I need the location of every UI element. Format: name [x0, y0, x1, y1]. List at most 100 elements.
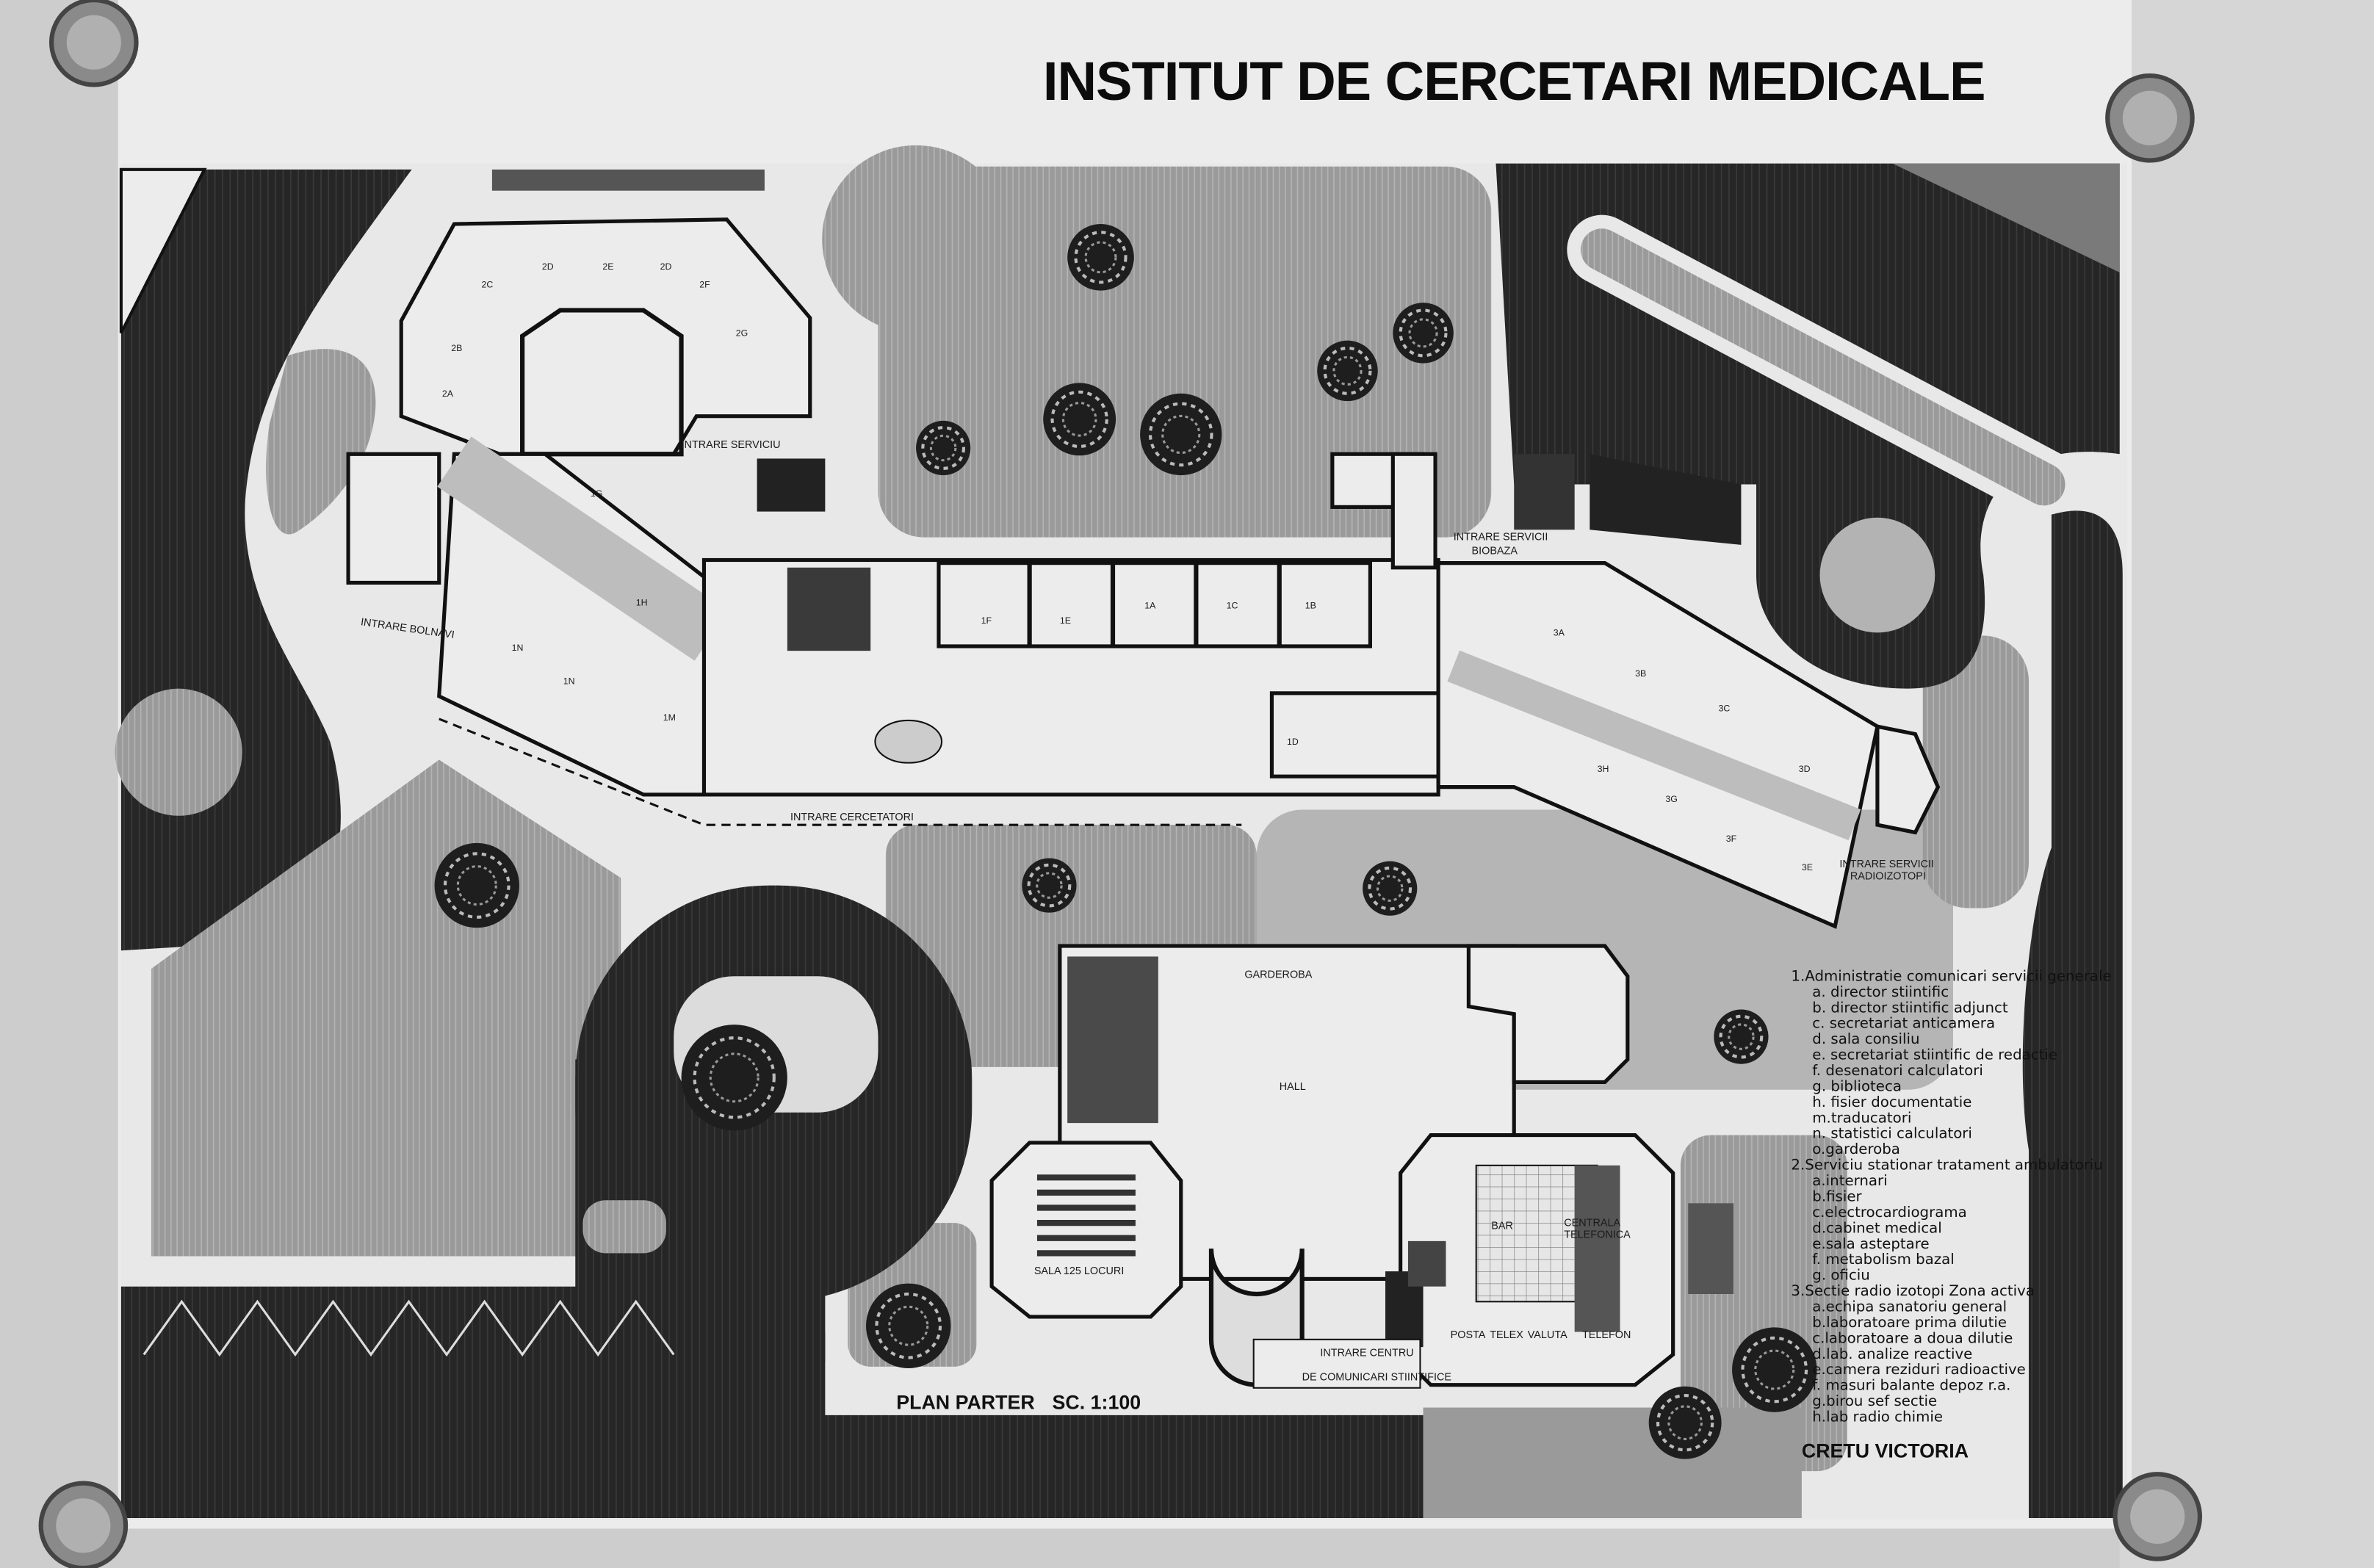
label-intrare-cercetatori: INTRARE CERCETATORI: [790, 812, 914, 823]
label-bar: BAR: [1491, 1220, 1513, 1232]
room-code: 3H: [1598, 764, 1609, 774]
room-code: 3A: [1554, 628, 1565, 638]
tree-icon: [1732, 1327, 1817, 1412]
label-comunicari-stiintifice: DE COMUNICARI STIINTIFICE: [1302, 1371, 1451, 1383]
label-posta: POSTA: [1451, 1329, 1486, 1341]
legend-item: f. metabolism bazal: [1812, 1251, 1954, 1268]
legend-item: h. fisier documentatie: [1812, 1094, 1971, 1110]
label-sala-125: SALA 125 LOCURI: [1034, 1265, 1125, 1277]
room-code: 1M: [663, 712, 676, 723]
plan-title: PLAN PARTER: [896, 1392, 1034, 1414]
room-code: 2G: [736, 328, 748, 339]
room-code: 3F: [1726, 834, 1737, 844]
label-telefonica: TELEFONICA: [1564, 1229, 1631, 1241]
label-intrare-centru: INTRARE CENTRU: [1320, 1347, 1413, 1359]
room-code: 2B: [451, 343, 462, 353]
room-code: 2E: [602, 261, 613, 272]
room-code: 2D: [542, 261, 554, 272]
label-centrala: CENTRALA: [1564, 1217, 1620, 1229]
author-name: CRETU VICTORIA: [1802, 1440, 1969, 1462]
room-code: 1D: [1287, 737, 1299, 747]
round-lawn: [115, 688, 242, 816]
legend-item: e.sala asteptare: [1812, 1235, 1929, 1252]
tree-icon: [1043, 383, 1116, 456]
legend-item: f. desenatori calculatori: [1812, 1062, 1983, 1079]
legend-item: g. biblioteca: [1812, 1077, 1902, 1094]
legend-item: b.fisier: [1812, 1188, 1862, 1204]
building-research-wing: [346, 217, 1941, 929]
tree-icon: [1648, 1386, 1722, 1459]
legend: 1.Administratie comunicari servicii gene…: [1791, 967, 2111, 1425]
legend-item: f. masuri balante depoz r.a.: [1812, 1377, 2010, 1394]
legend-item: e. secretariat stiintific de redactie: [1812, 1047, 2057, 1063]
label-intrare-izotopi: INTRARE SERVICII: [1839, 859, 1934, 870]
building-communication-center: [989, 944, 1734, 1389]
legend-item: n. statistici calculatori: [1812, 1125, 1972, 1142]
label-hall: HALL: [1280, 1081, 1306, 1093]
legend-item: b.laboratoare prima dilutie: [1812, 1314, 2007, 1331]
tree-icon: [1363, 861, 1418, 916]
legend-item: a. director stiintific: [1812, 983, 1949, 1000]
legend-item: a.internari: [1812, 1172, 1887, 1189]
legend-item: o.garderoba: [1812, 1141, 1900, 1157]
legend-item: d.lab. analize reactive: [1812, 1345, 1972, 1362]
room-code: 1G: [591, 488, 603, 499]
legend-item: c.electrocardiograma: [1812, 1204, 1966, 1221]
label-telex: TELEX: [1490, 1329, 1523, 1341]
legend-item: c. secretariat anticamera: [1812, 1015, 1995, 1032]
room-code: 3G: [1665, 794, 1678, 804]
room-code: 3C: [1718, 704, 1730, 714]
plan-scale: SC. 1:100: [1053, 1392, 1141, 1414]
room-code: 2C: [481, 280, 493, 290]
room-code: 1B: [1305, 600, 1316, 610]
zigzag-parking: [142, 1299, 675, 1357]
legend-item: c.laboratoare a doua dilutie: [1812, 1329, 2013, 1346]
label-intrare-biobaza: INTRARE SERVICII: [1454, 532, 1548, 543]
room-code: 1N: [512, 643, 524, 653]
room-code: 1C: [1227, 600, 1238, 610]
legend-item: b. director stiintific adjunct: [1812, 999, 2008, 1016]
park-top-center: [878, 166, 1492, 538]
tree-icon: [1140, 393, 1222, 476]
dark-lawn-bottom: [120, 1286, 1424, 1518]
tree-icon: [916, 420, 971, 476]
room-code: 1E: [1060, 615, 1071, 626]
drawing-title: INSTITUT DE CERCETARI MEDICALE: [1043, 51, 1985, 112]
legend-item: g. oficiu: [1812, 1267, 1870, 1284]
legend-item: d. sala consiliu: [1812, 1030, 1919, 1047]
legend-item: h.lab radio chimie: [1812, 1409, 1943, 1426]
tree-icon: [681, 1025, 787, 1131]
pins: [38, 0, 2203, 1568]
legend-item: e.camera reziduri radioactive: [1812, 1361, 2026, 1378]
legend-item: m.traducatori: [1812, 1109, 1911, 1126]
legend-item: g.birou sef sectie: [1812, 1392, 1937, 1409]
legend-item: d.cabinet medical: [1812, 1219, 1942, 1236]
tree-icon: [866, 1283, 951, 1368]
label-intrare-serviciu: INTRARE SERVICIU: [682, 439, 781, 451]
label-valuta: VALUTA: [1528, 1329, 1567, 1341]
tree-icon: [1714, 1009, 1769, 1064]
room-code: 2F: [699, 280, 710, 290]
tree-icon: [1067, 224, 1134, 291]
legend-section-heading: 3.Sectie radio izotopi Zona activa: [1791, 1282, 2035, 1299]
legend-section-heading: 1.Administratie comunicari servicii gene…: [1791, 967, 2111, 984]
room-code: 3D: [1799, 764, 1811, 774]
room-code: 1N: [563, 676, 575, 686]
tree-icon: [1393, 303, 1454, 364]
label-radioizotopi: RADIOIZOTOPI: [1850, 870, 1926, 882]
room-codes: 2A 2B 2C 2D 2E 2D 2F 2G 1G 1H 1N 1N 1M 1F 1E 1A 1C 1B 1D 3A…: [442, 261, 1813, 872]
tree-icon: [1317, 340, 1378, 402]
legend-section-heading: 2.Serviciu stationar tratament ambulator…: [1791, 1157, 2102, 1174]
room-code: 2D: [660, 261, 672, 272]
room-code: 3B: [1635, 668, 1646, 679]
tree-icon: [434, 842, 519, 928]
room-code: 2A: [442, 389, 454, 399]
tree-icon: [1022, 858, 1077, 913]
label-telefon: TELEFON: [1582, 1329, 1631, 1341]
legend-item: a.echipa sanatoriu general: [1812, 1298, 2007, 1315]
room-code: 1A: [1144, 600, 1156, 610]
room-code: 1H: [636, 597, 648, 607]
label-biobaza: BIOBAZA: [1472, 545, 1518, 557]
room-code: 1F: [981, 615, 992, 626]
